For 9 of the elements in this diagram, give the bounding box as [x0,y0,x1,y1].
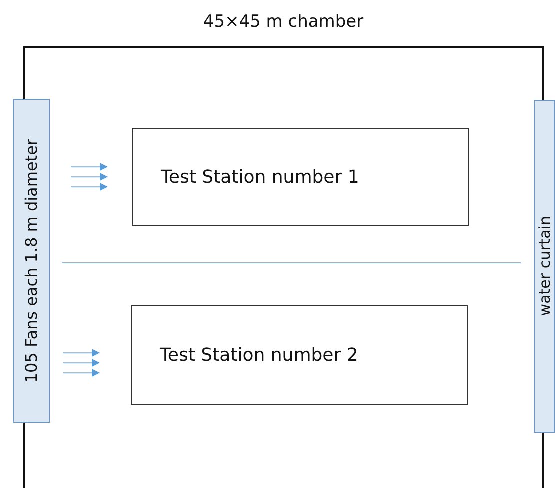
side-band [13,99,50,423]
station-label: Test Station number 1 [161,166,360,188]
band-label: 105 Fans each 1.8 m diameter [22,138,41,384]
station-box [131,305,468,405]
side-band [534,100,555,433]
station-box [132,128,469,226]
band-label: water curtain [536,216,554,317]
chamber-title: 45×45 m chamber [202,12,365,32]
station-label: Test Station number 2 [160,344,358,366]
